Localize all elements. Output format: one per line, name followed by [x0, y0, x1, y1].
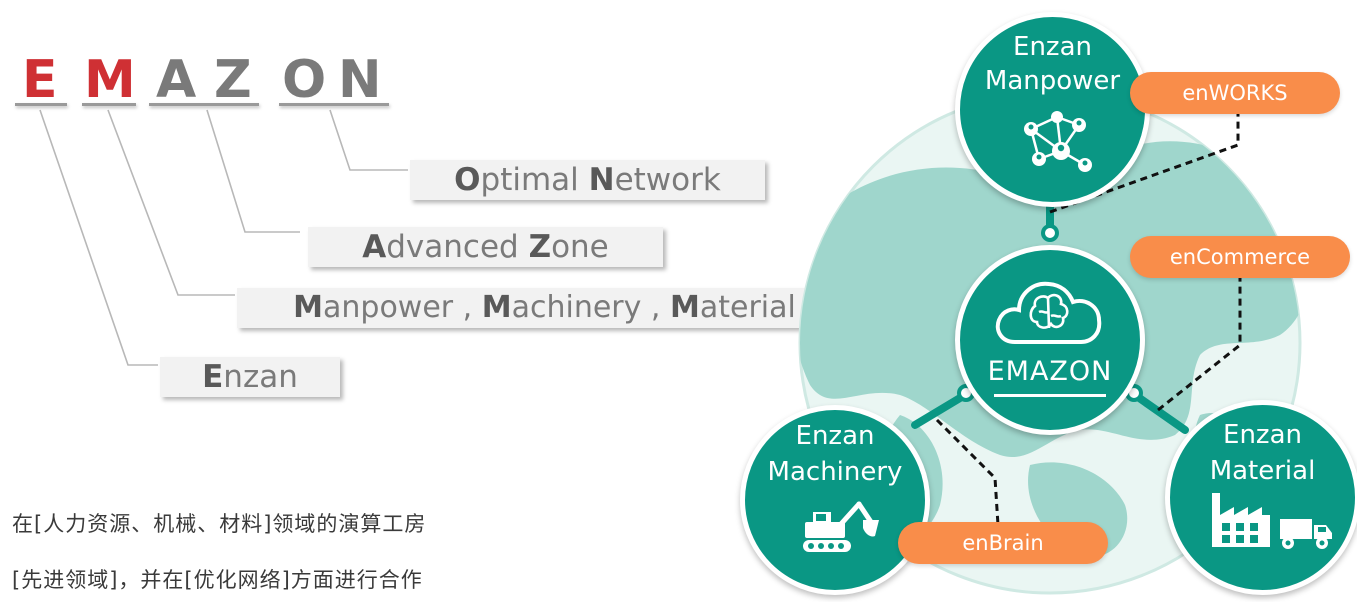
word-text: etwork [614, 162, 721, 198]
node-material-line-2: Material [1209, 456, 1316, 486]
factory-icon [1212, 493, 1270, 547]
node-machinery-line-1: Enzan [795, 421, 875, 451]
word-initial: M [293, 290, 323, 325]
word-text: anpower , [323, 290, 482, 325]
pill-encommerce[interactable]: enCommerce [1130, 236, 1350, 278]
node-material-line-1: Enzan [1223, 420, 1302, 450]
brain-cloud-icon [995, 281, 1102, 344]
node-enzan-manpower[interactable]: Enzan Manpower [955, 12, 1150, 207]
word-initial: E [202, 359, 224, 395]
acronym-letter-z: Z [214, 50, 252, 110]
node-enzan-material[interactable]: Enzan Material [1165, 400, 1357, 595]
word-initial: N [588, 162, 615, 198]
word-initial: M [670, 290, 700, 325]
acronym-letter-a: A [156, 50, 197, 110]
pill-enbrain[interactable]: enBrain [898, 522, 1108, 564]
acronym-letter-m: M [84, 50, 136, 110]
acronym-connector-lines [39, 109, 408, 366]
word-text: one [551, 229, 609, 265]
word-text: aterial [699, 290, 796, 325]
acronym-underline-m [82, 103, 136, 106]
node-manpower-line-1: Enzan [1013, 32, 1092, 62]
pill-enworks[interactable]: enWORKS [1130, 72, 1340, 114]
chinese-description-line-2: [先进领域]，并在[优化网络]方面进行合作 [12, 568, 423, 592]
truck-icon [1280, 519, 1332, 549]
word-initial: O [454, 162, 481, 198]
word-text: achinery , [511, 290, 670, 325]
node-manpower-line-2: Manpower [984, 66, 1121, 96]
center-underline [994, 394, 1106, 397]
acronym-letter-o: O [282, 50, 327, 110]
word-advanced-zone: Advanced Zone [308, 227, 663, 267]
word-optimal-network: Optimal Network [410, 160, 765, 200]
node-enzan-machinery[interactable]: Enzan Machinery [740, 405, 930, 595]
word-enzan: Enzan [160, 357, 340, 397]
word-initial: A [362, 229, 387, 265]
word-manpower-machinery-material: Manpower , Machinery , Material [237, 288, 852, 328]
acronym-underline-e [15, 103, 67, 106]
word-text: ptimal [480, 162, 589, 198]
excavator-icon [803, 501, 879, 552]
acronym-underline-on [279, 103, 389, 106]
acronym-letter-n: N [338, 50, 382, 110]
acronym-underline-az [149, 103, 259, 106]
connector-dot-top [1041, 224, 1059, 242]
network-people-icon [1024, 111, 1092, 172]
word-initial: Z [528, 229, 552, 265]
center-label: EMAZON [987, 356, 1113, 387]
acronym-letter-e: E [22, 50, 58, 110]
chinese-description-line-1: 在[人力资源、机械、材料]领域的演算工房 [12, 512, 427, 536]
node-emazon-center[interactable]: EMAZON [955, 245, 1145, 435]
word-text: nzan [223, 359, 298, 395]
word-initial: M [481, 290, 512, 325]
word-text: dvanced [386, 229, 529, 265]
node-machinery-line-2: Machinery [767, 457, 903, 487]
